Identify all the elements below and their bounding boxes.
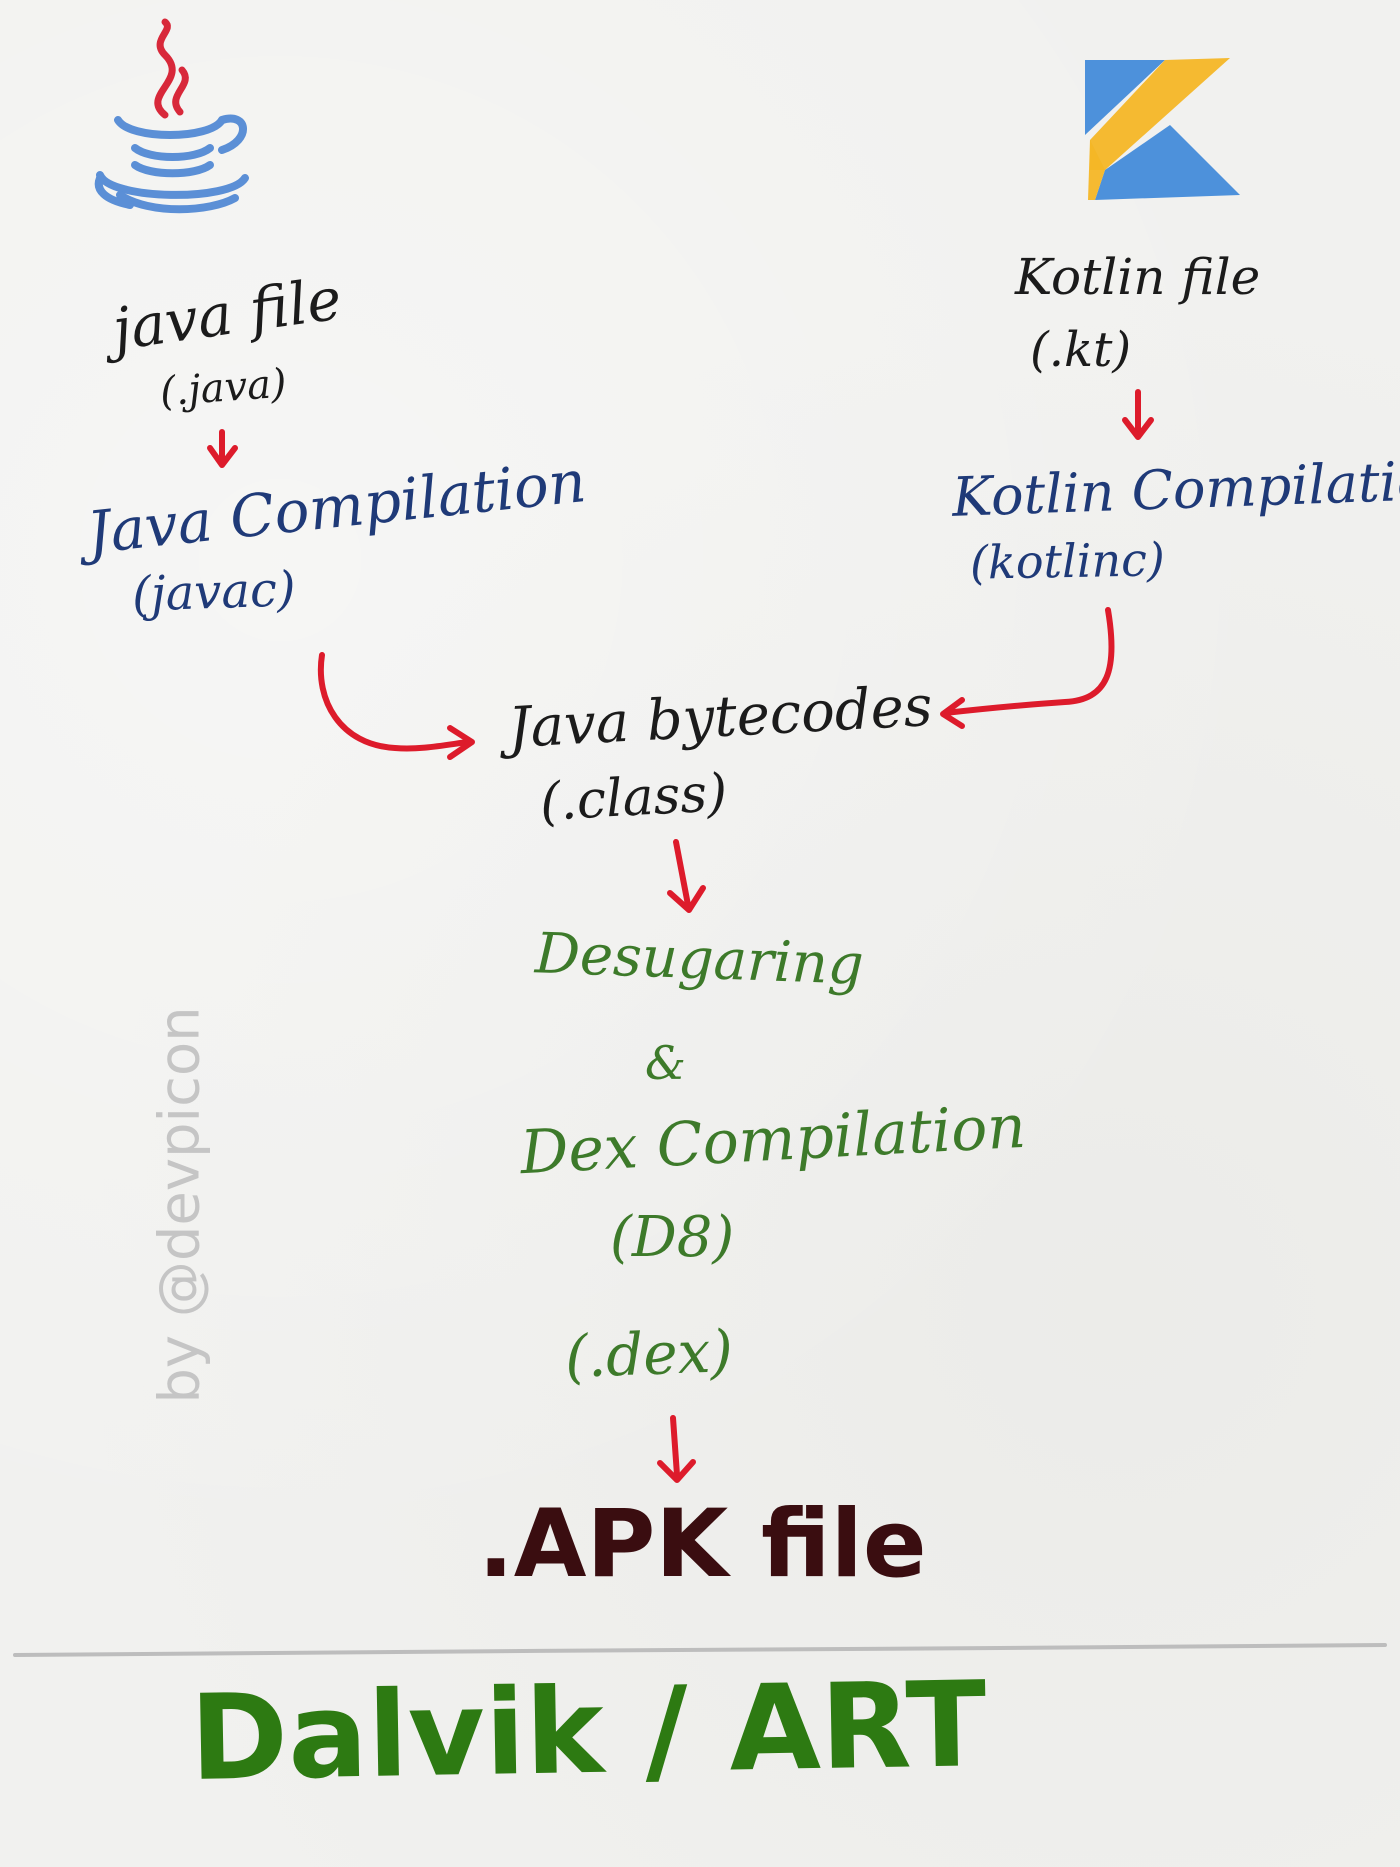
d8-label: (D8)	[610, 1205, 735, 1270]
kotlinc-label: (kotlinc)	[969, 532, 1166, 590]
kotlin-logo-icon	[1085, 58, 1240, 200]
kotlin-compilation-label: Kotlin Compilation	[951, 448, 1400, 529]
divider-line	[13, 1643, 1387, 1657]
javac-label: (javac)	[131, 561, 297, 623]
java-coffee-cup-icon	[94, 18, 249, 214]
arrow-kotlinc-to-bytecode	[940, 607, 1115, 729]
apk-file-label: .APK file	[478, 1490, 927, 1599]
kotlin-file-label: Kotlin file	[1015, 248, 1261, 306]
arrow-kotlin-to-compile	[1122, 389, 1154, 440]
author-watermark: by @devpicon	[147, 1006, 213, 1404]
arrow-java-to-compile	[207, 429, 238, 468]
and-label: &	[645, 1036, 686, 1090]
arrow-javac-to-bytecode	[317, 652, 475, 760]
desugaring-label: Desugaring	[533, 921, 865, 998]
kotlin-ext-label: (.kt)	[1030, 322, 1132, 378]
arrow-bytecode-to-desugar	[667, 839, 706, 913]
java-ext-label: (.java)	[158, 360, 289, 416]
dex-ext-label: (.dex)	[563, 1317, 734, 1391]
arrow-dex-to-apk	[657, 1415, 696, 1483]
runtime-label: Dalvik / ART	[188, 1655, 988, 1807]
bytecode-ext-label: (.class)	[538, 763, 729, 833]
